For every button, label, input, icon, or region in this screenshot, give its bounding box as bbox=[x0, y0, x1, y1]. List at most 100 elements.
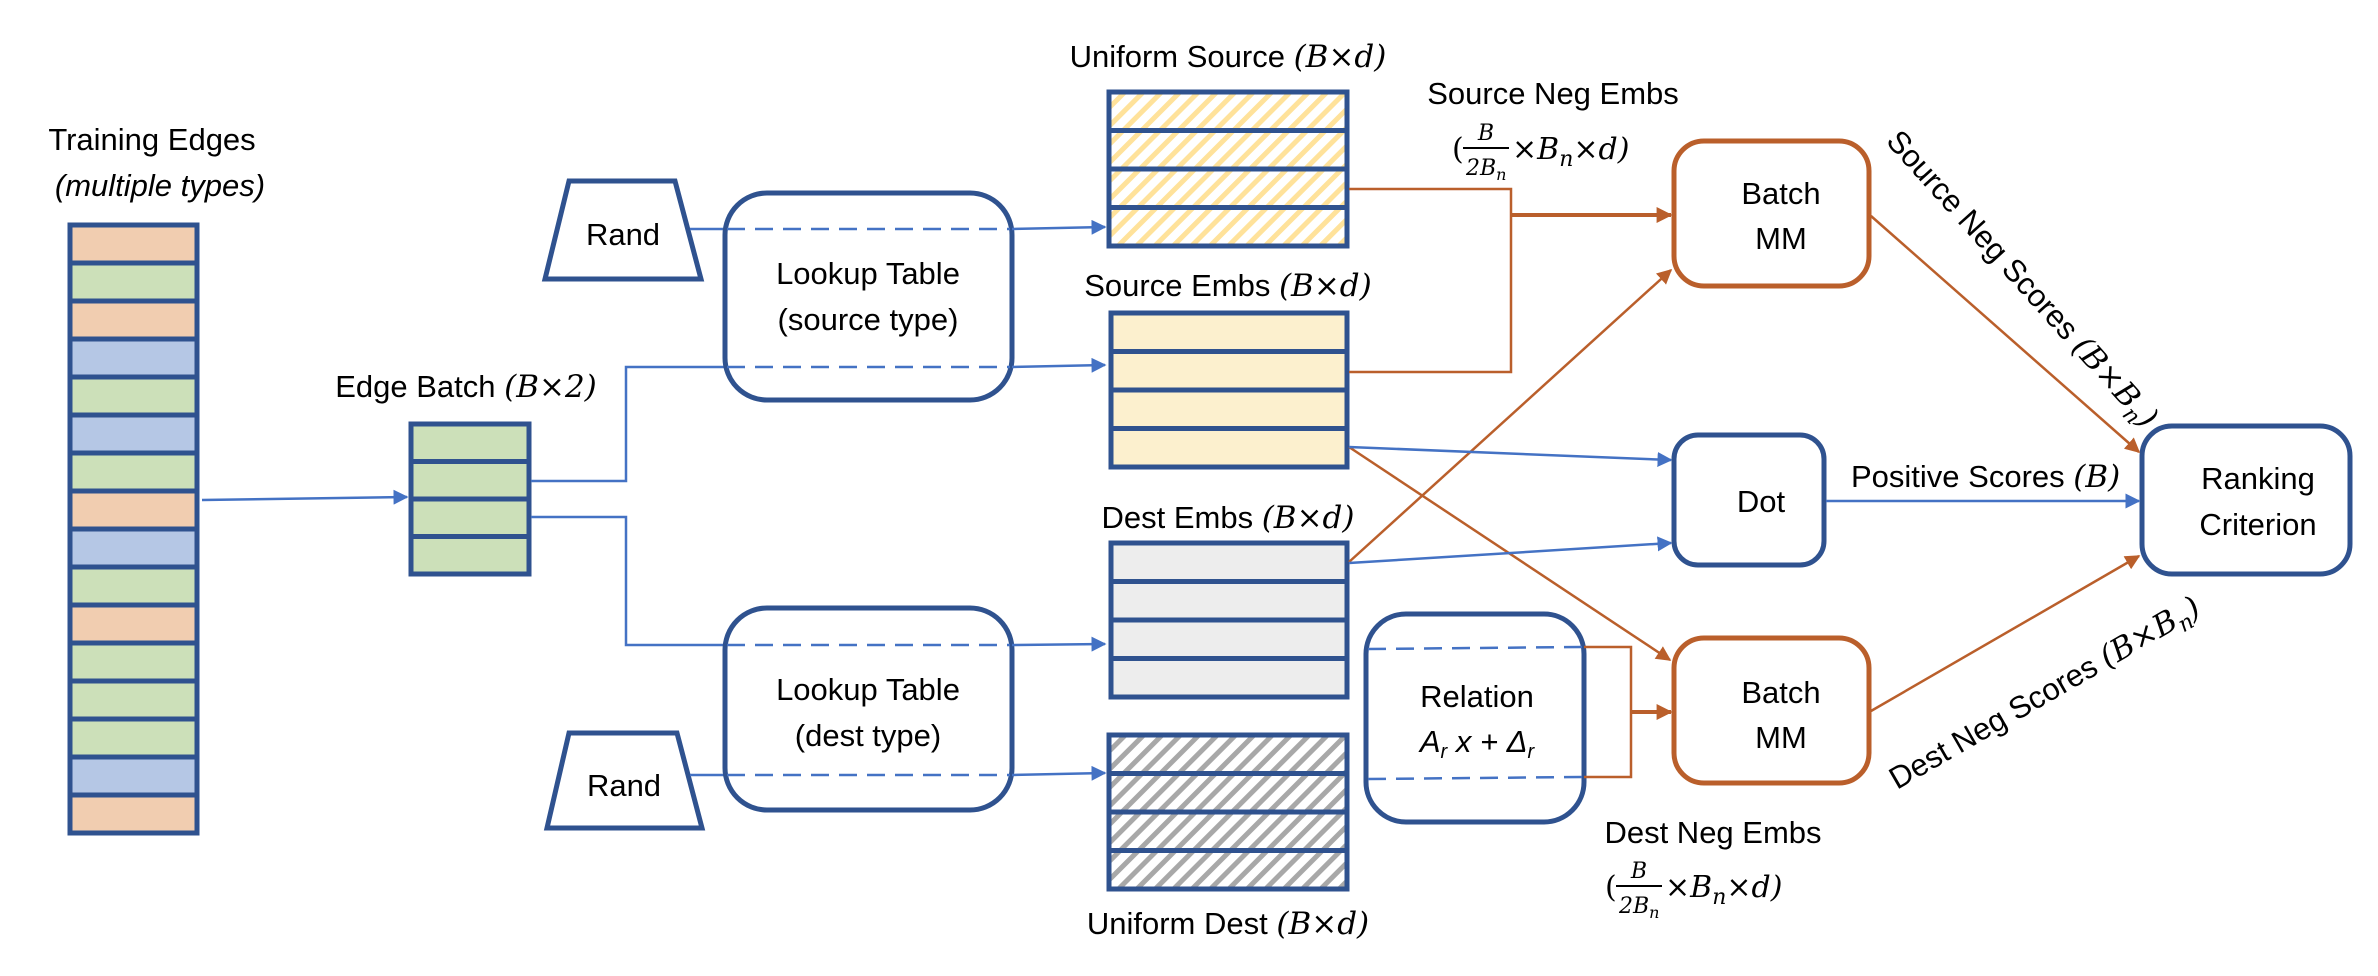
dest-neg-embs-title: Dest Neg Embs bbox=[1604, 815, 1821, 850]
lookup-source-box bbox=[722, 190, 1015, 403]
arrow-lookup-to-dest-embs bbox=[1011, 636, 1107, 652]
training-edge-row bbox=[67, 602, 200, 646]
source-neg-embs-frac-num: B bbox=[1477, 121, 1494, 146]
lookup-source-line2: (source type) bbox=[778, 302, 959, 337]
dest-embs-row bbox=[1108, 617, 1350, 661]
uniform-dest-label: Uniform Dest (B×d) bbox=[1087, 906, 1369, 942]
connector-source-neg-bracket bbox=[1349, 187, 1513, 374]
dest-neg-scores-label: Dest Neg Scores (B×Bn) bbox=[1883, 589, 2209, 801]
dest-neg-embs-paren: ( bbox=[1605, 870, 1617, 905]
relation-dashed-bottom bbox=[1367, 775, 1583, 781]
rand-top-shape bbox=[541, 178, 705, 282]
dest-embs-table bbox=[1108, 540, 1350, 700]
training-edge-row bbox=[67, 260, 200, 304]
uniform-dest-row bbox=[1106, 771, 1350, 815]
source-embs-label: Source Embs (B×d) bbox=[1084, 268, 1372, 304]
dot-label: Dot bbox=[1737, 484, 1786, 519]
source-neg-embs-paren: ( bbox=[1452, 132, 1464, 167]
training-edge-row bbox=[67, 374, 200, 418]
uniform-dest-row bbox=[1106, 809, 1350, 853]
source-embs-row bbox=[1108, 310, 1350, 354]
ranking-criterion-line1: Ranking bbox=[2201, 461, 2315, 496]
lookup-table-source: Lookup Table (source type) bbox=[722, 190, 1015, 403]
dot-box bbox=[1671, 432, 1827, 568]
training-edge-row bbox=[67, 526, 200, 570]
dest-neg-embs-frac-num: B bbox=[1630, 859, 1647, 884]
training-edges: Training Edges (multiple types) bbox=[48, 122, 265, 836]
training-edge-row bbox=[67, 298, 200, 342]
source-embs-table bbox=[1108, 310, 1350, 470]
lookup-dest-line1: Lookup Table bbox=[776, 672, 960, 707]
relation-operator: Relation Ar x + Δr bbox=[1363, 611, 1587, 825]
training-edge-row bbox=[67, 412, 200, 456]
uniform-source-row bbox=[1106, 128, 1350, 172]
source-embs-row bbox=[1108, 349, 1350, 393]
dest-embs-label: Dest Embs (B×d) bbox=[1101, 500, 1354, 536]
source-neg-scores-label: Source Neg Scores (B×Bn) bbox=[1875, 123, 2165, 438]
batch-mm-bottom-box bbox=[1671, 635, 1872, 786]
lookup-dest-line2: (dest type) bbox=[795, 718, 941, 753]
edge-batch-row bbox=[408, 534, 532, 577]
dest-neg-embs-frac-den: 2Bn bbox=[1618, 894, 1659, 922]
uniform-dest-row bbox=[1106, 848, 1350, 892]
arrow-dest-embs-to-dot bbox=[1348, 536, 1673, 565]
positive-scores-label: Positive Scores (B) bbox=[1851, 459, 2120, 495]
lookup-dest-box bbox=[722, 605, 1015, 813]
training-edge-row bbox=[67, 488, 200, 532]
training-edge-row bbox=[67, 450, 200, 494]
training-edge-row bbox=[67, 716, 200, 760]
source-neg-embs-label: Source Neg Embs ( B 2Bn ×Bn×d) bbox=[1427, 76, 1679, 184]
dest-neg-embs-dims: ×Bn×d) bbox=[1665, 870, 1782, 910]
source-neg-embs-dims: ×Bn×d) bbox=[1512, 132, 1629, 172]
lookup-table-dest: Lookup Table (dest type) bbox=[722, 605, 1015, 813]
training-edge-row bbox=[67, 678, 200, 722]
rand-bottom: Rand bbox=[543, 730, 706, 831]
training-edges-subtitle: (multiple types) bbox=[55, 168, 265, 203]
arrow-dest-neg-scores bbox=[1870, 554, 2141, 713]
arrow-source-embs-to-dot bbox=[1348, 445, 1673, 467]
edge-batch-row bbox=[408, 421, 532, 464]
connector-batch-to-lookup-source bbox=[531, 365, 724, 483]
training-edges-stack bbox=[67, 222, 200, 836]
edge-batch-stack bbox=[408, 421, 532, 577]
source-embs-row bbox=[1108, 387, 1350, 431]
edge-batch-row bbox=[408, 496, 532, 539]
source-embs-row bbox=[1108, 426, 1350, 470]
training-edge-row bbox=[67, 792, 200, 836]
arrow-lookup-to-uniform-source bbox=[1011, 219, 1107, 235]
arrow-source-neg-scores bbox=[1870, 215, 2141, 453]
training-edge-row bbox=[67, 222, 200, 266]
arrow-lookup-to-source-embs bbox=[1011, 357, 1107, 373]
batch-mm-bottom-line2: MM bbox=[1755, 720, 1807, 755]
uniform-source-row bbox=[1106, 166, 1350, 210]
training-edge-row bbox=[67, 640, 200, 684]
uniform-source-row bbox=[1106, 89, 1350, 133]
ranking-criterion: Ranking Criterion bbox=[2139, 423, 2353, 577]
edge-batch-row bbox=[408, 459, 532, 502]
relation-box bbox=[1363, 611, 1587, 825]
relation-dashed-top bbox=[1367, 645, 1583, 651]
source-neg-embs-frac-den: 2Bn bbox=[1465, 156, 1506, 184]
batch-mm-top-box bbox=[1671, 138, 1872, 289]
relation-formula: Ar x + Δr bbox=[1418, 724, 1536, 763]
dest-neg-embs-label: Dest Neg Embs ( B 2Bn ×Bn×d) bbox=[1604, 815, 1821, 922]
batch-mm-top-line1: Batch bbox=[1741, 176, 1820, 211]
dest-embs-row bbox=[1108, 579, 1350, 623]
rand-bottom-label: Rand bbox=[587, 768, 661, 803]
rand-top: Rand bbox=[541, 178, 705, 282]
lookup-source-line1: Lookup Table bbox=[776, 256, 960, 291]
arrow-dest-embs-to-batch-mm-top bbox=[1348, 268, 1673, 563]
uniform-dest-table bbox=[1106, 732, 1350, 892]
batch-mm-top: Batch MM bbox=[1671, 138, 1872, 289]
training-edge-row bbox=[67, 336, 200, 380]
training-edges-title: Training Edges bbox=[48, 122, 255, 157]
connector-batch-to-lookup-dest bbox=[531, 515, 724, 647]
arrow-lookup-to-uniform-dest bbox=[1011, 765, 1107, 781]
relation-label: Relation bbox=[1420, 679, 1534, 714]
uniform-source-table bbox=[1106, 89, 1350, 249]
arrow-training-to-batch bbox=[201, 489, 409, 505]
connector-dest-neg-bracket bbox=[1584, 645, 1633, 779]
edge-batch-label: Edge Batch (B×2) bbox=[335, 369, 597, 405]
rand-top-label: Rand bbox=[586, 217, 660, 252]
